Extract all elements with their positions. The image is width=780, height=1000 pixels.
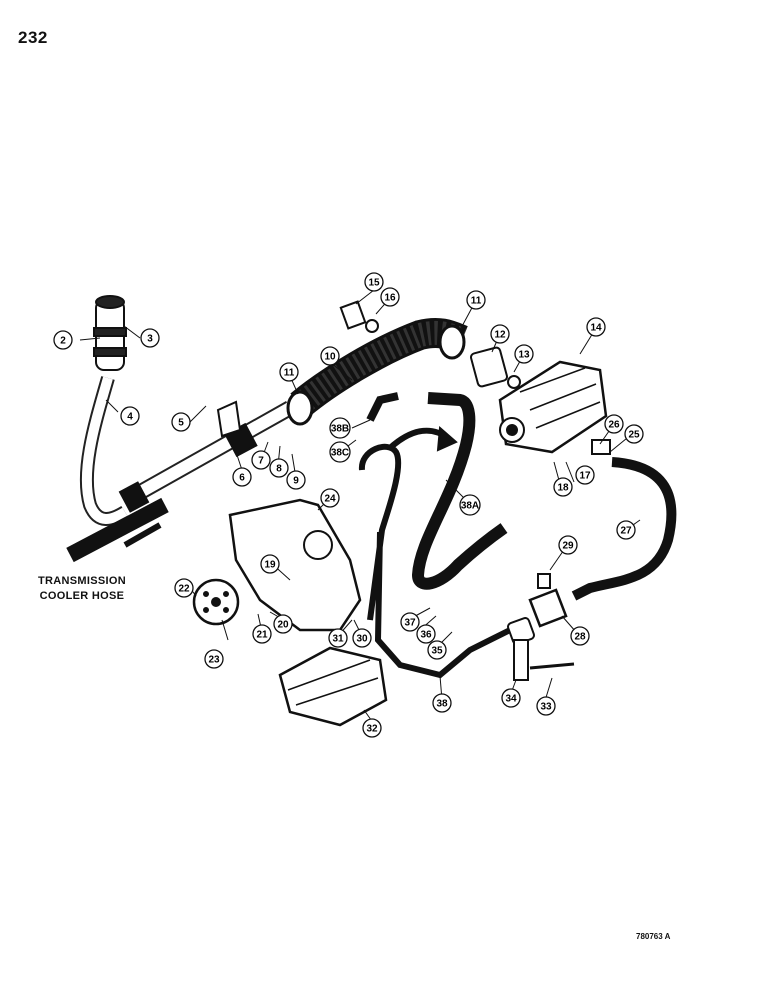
callout-30: 30 — [352, 628, 372, 648]
pressure-hose — [571, 457, 677, 601]
hydraulic-pump — [498, 360, 608, 454]
figure-code: 780763 A — [636, 932, 671, 941]
callout-number: 37 — [404, 618, 416, 629]
pressure-line — [411, 392, 508, 590]
callout-19: 19 — [260, 554, 280, 574]
callout-11: 11 — [466, 290, 486, 310]
callout-10: 10 — [320, 346, 340, 366]
callout-number: 3 — [147, 334, 153, 345]
callout-number: 24 — [324, 494, 336, 505]
callout-7: 7 — [251, 450, 271, 470]
callout-number: 14 — [590, 323, 602, 334]
callout-number: 31 — [332, 634, 344, 645]
callout-number: 17 — [579, 471, 591, 482]
callout-27: 27 — [616, 520, 636, 540]
callout-38C: 38C — [329, 441, 351, 463]
callout-number: 4 — [127, 412, 133, 423]
callout-3: 3 — [140, 328, 160, 348]
callout-34: 34 — [501, 688, 521, 708]
return-tube — [358, 443, 512, 679]
callout-24: 24 — [320, 488, 340, 508]
callout-number: 38C — [331, 448, 349, 459]
page-number: 232 — [18, 28, 48, 47]
callout-5: 5 — [171, 412, 191, 432]
callout-2: 2 — [53, 330, 73, 350]
callout-number: 18 — [557, 483, 569, 494]
callout-number: 5 — [178, 418, 184, 429]
adapter-fitting — [470, 346, 508, 388]
callout-number: 38A — [461, 501, 479, 512]
callout-number: 20 — [277, 620, 289, 631]
callout-25: 25 — [624, 424, 644, 444]
callout-number: 12 — [494, 330, 506, 341]
callout-20: 20 — [273, 614, 293, 634]
caption-line-1: TRANSMISSION — [38, 575, 126, 587]
callout-38B: 38B — [329, 417, 351, 439]
callout-number: 21 — [256, 630, 268, 641]
callout-number: 38 — [436, 699, 448, 710]
callout-number: 15 — [368, 278, 380, 289]
callout-number: 9 — [293, 476, 299, 487]
callout-22: 22 — [174, 578, 194, 598]
callout-number: 19 — [264, 560, 276, 571]
callout-36: 36 — [416, 624, 436, 644]
callout-26: 26 — [604, 414, 624, 434]
callout-13: 13 — [514, 344, 534, 364]
callout-9: 9 — [286, 470, 306, 490]
callout-17: 17 — [575, 465, 595, 485]
callout-35: 35 — [427, 640, 447, 660]
callout-number: 35 — [431, 646, 443, 657]
callout-12: 12 — [490, 324, 510, 344]
control-valve — [278, 646, 388, 727]
callout-number: 28 — [574, 632, 586, 643]
callout-4: 4 — [120, 406, 140, 426]
callout-number: 11 — [471, 296, 482, 307]
callout-number: 11 — [284, 368, 295, 379]
callout-number: 33 — [540, 702, 552, 713]
callout-number: 22 — [178, 584, 190, 595]
callout-number: 30 — [356, 634, 368, 645]
callout-33: 33 — [536, 696, 556, 716]
callout-number: 6 — [239, 473, 245, 484]
callout-18: 18 — [553, 477, 573, 497]
callout-14: 14 — [586, 317, 606, 337]
callout-37: 37 — [400, 612, 420, 632]
callout-38: 38 — [432, 693, 452, 713]
callout-8: 8 — [269, 458, 289, 478]
callout-32: 32 — [362, 718, 382, 738]
callout-number: 32 — [366, 724, 378, 735]
mounting-bracket — [228, 498, 362, 632]
callout-number: 29 — [562, 541, 574, 552]
callout-21: 21 — [252, 624, 272, 644]
callout-11: 11 — [279, 362, 299, 382]
callout-29: 29 — [558, 535, 578, 555]
callout-38A: 38A — [459, 494, 481, 516]
tee-fitting — [528, 588, 568, 628]
callout-28: 28 — [570, 626, 590, 646]
transmission-cooler-hose — [66, 497, 169, 563]
callout-number: 13 — [518, 350, 530, 361]
callout-6: 6 — [232, 467, 252, 487]
callout-31: 31 — [328, 628, 348, 648]
callout-number: 36 — [420, 630, 432, 641]
callout-23: 23 — [204, 649, 224, 669]
callout-number: 7 — [258, 456, 264, 467]
callout-number: 26 — [608, 420, 620, 431]
callout-number: 25 — [628, 430, 640, 441]
callout-number: 16 — [384, 293, 396, 304]
cooler-hose-caption: TRANSMISSION COOLER HOSE — [38, 574, 126, 604]
callout-16: 16 — [380, 287, 400, 307]
callout-number: 34 — [505, 694, 517, 705]
callout-number: 2 — [60, 336, 66, 347]
callout-number: 27 — [620, 526, 632, 537]
callout-number: 23 — [208, 655, 220, 666]
callout-15: 15 — [364, 272, 384, 292]
callout-number: 8 — [276, 464, 282, 475]
callout-number: 10 — [324, 352, 336, 363]
caption-line-2: COOLER HOSE — [39, 590, 125, 602]
callout-number: 38B — [331, 424, 349, 435]
